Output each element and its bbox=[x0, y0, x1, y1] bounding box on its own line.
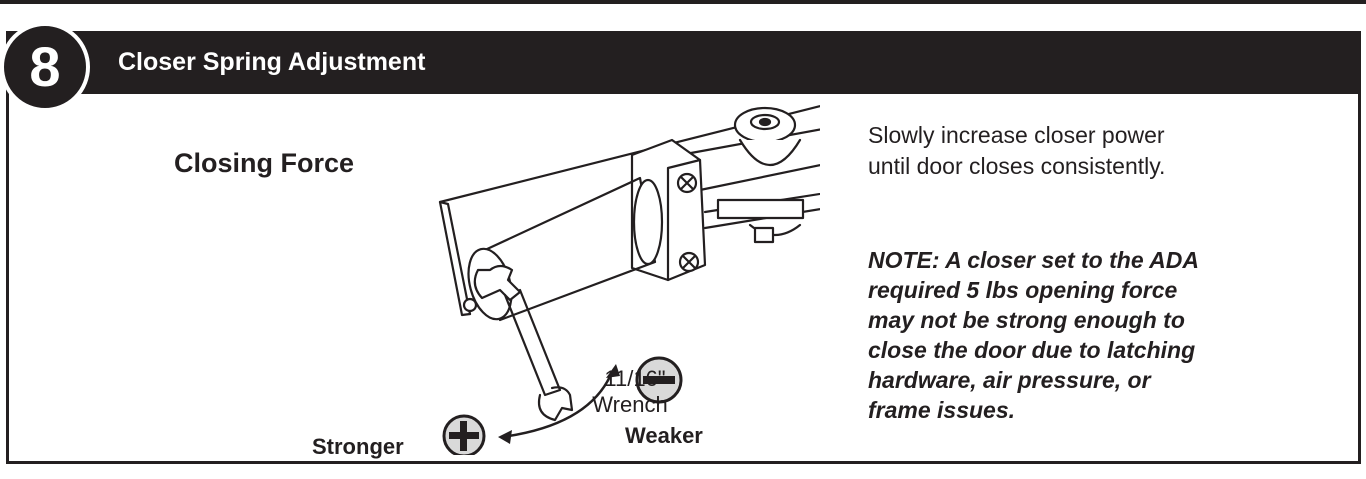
weaker-label: Weaker bbox=[625, 423, 703, 448]
step-panel bbox=[6, 31, 1361, 464]
step-header-bar bbox=[6, 31, 1361, 94]
note-line: may not be strong enough to bbox=[868, 307, 1185, 333]
step-number-badge: 8 bbox=[0, 22, 90, 112]
note-line: close the door due to latching bbox=[868, 337, 1196, 363]
top-rule bbox=[0, 0, 1366, 4]
adjust-arrow bbox=[501, 371, 614, 439]
closing-force-heading: Closing Force bbox=[174, 148, 355, 178]
mounting-plate bbox=[438, 104, 820, 317]
step-title: Closer Spring Adjustment bbox=[118, 48, 426, 76]
plus-circle-icon bbox=[442, 414, 486, 455]
note-line: NOTE: A closer set to the ADA bbox=[868, 247, 1199, 273]
minus-circle-icon bbox=[635, 356, 683, 404]
stronger-label: Stronger bbox=[312, 434, 404, 459]
note-text: NOTE: A closer set to the ADA required 5… bbox=[868, 245, 1348, 425]
note-line: frame issues. bbox=[868, 397, 1016, 423]
note-line: required 5 lbs opening force bbox=[868, 277, 1178, 303]
wrench-size-label: 11/16" bbox=[604, 366, 666, 391]
instruction-text: Slowly increase closer power until door … bbox=[868, 120, 1338, 182]
instruction-line: until door closes consistently. bbox=[868, 153, 1166, 179]
wrench-label: Wrench bbox=[592, 392, 668, 417]
instruction-line: Slowly increase closer power bbox=[868, 122, 1165, 148]
note-line: hardware, air pressure, or bbox=[868, 367, 1151, 393]
closer-illustration bbox=[438, 104, 820, 455]
